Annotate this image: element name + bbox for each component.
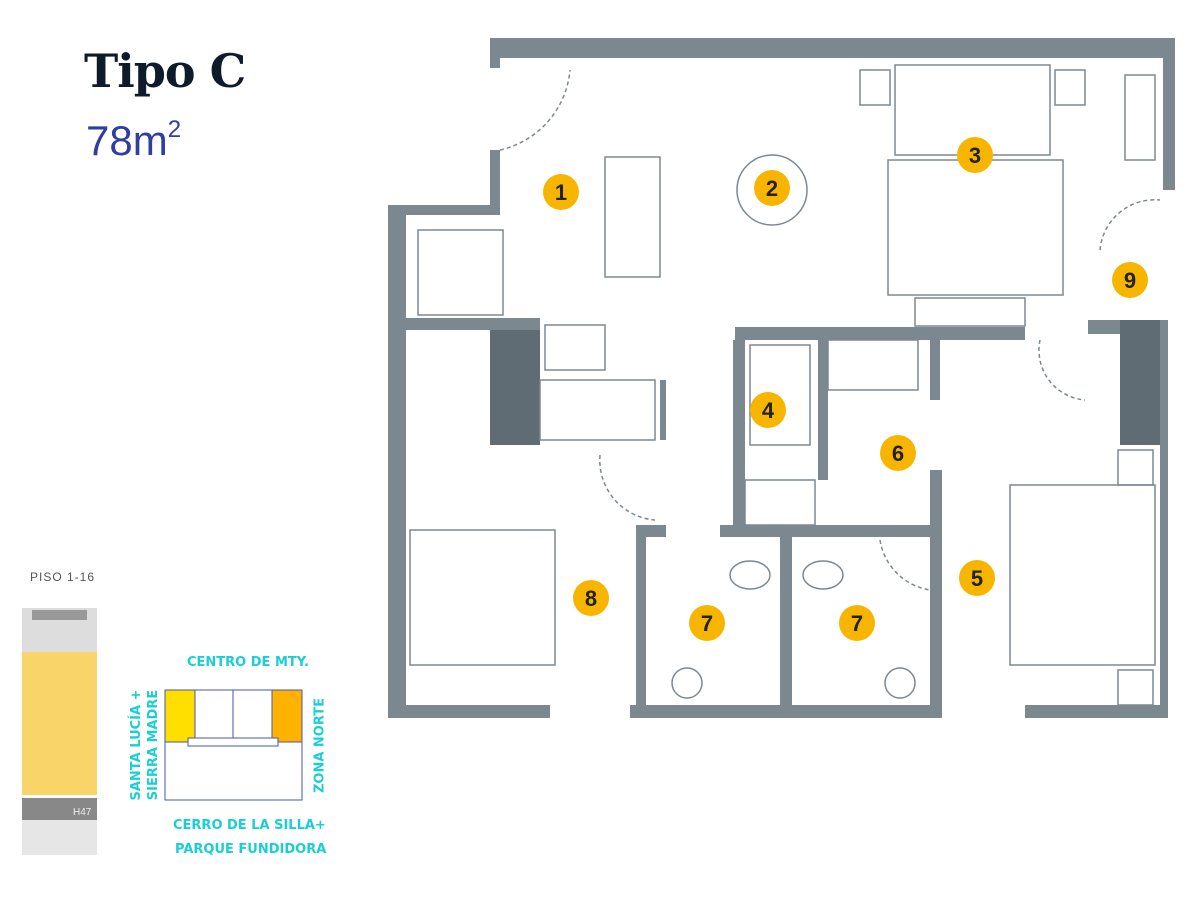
furniture — [409, 64, 1161, 706]
orientation-diagram — [164, 689, 303, 801]
room-marker-9: 9 — [1112, 262, 1148, 298]
room-marker-5: 5 — [959, 560, 995, 596]
orientation-left-line2: SIERRA MADRE — [146, 689, 161, 801]
tower-label: H47 — [73, 807, 92, 818]
orientation-left: SANTA LUCÍA +SIERRA MADRE — [128, 675, 162, 815]
room-marker-8: 8 — [573, 580, 609, 616]
svg-text:4: 4 — [762, 398, 775, 423]
svg-text:3: 3 — [969, 143, 981, 168]
svg-text:2: 2 — [766, 176, 778, 201]
orientation-bottom-line1: CERRO DE LA SILLA+ — [173, 818, 326, 833]
walls — [388, 38, 1175, 718]
room-marker-2: 2 — [754, 170, 790, 206]
svg-text:5: 5 — [971, 566, 983, 591]
orientation-top: CENTRO DE MTY. — [187, 655, 309, 670]
svg-text:7: 7 — [851, 611, 863, 636]
svg-text:6: 6 — [892, 441, 904, 466]
building-thumbnail: H47 — [22, 608, 97, 855]
area-unit: 2 — [167, 116, 182, 143]
room-marker-6: 6 — [880, 435, 916, 471]
svg-text:7: 7 — [701, 611, 713, 636]
unit-type-title: Tipo C — [84, 44, 246, 98]
floors-label: PISO 1-16 — [30, 570, 96, 584]
room-marker-3: 3 — [957, 137, 993, 173]
svg-text:8: 8 — [585, 586, 597, 611]
room-marker-7b: 7 — [839, 605, 875, 641]
orientation-bottom-line2: PARQUE FUNDIDORA — [175, 842, 327, 857]
room-markers: 1 2 3 4 5 6 7 7 8 9 — [543, 137, 1148, 641]
room-marker-4: 4 — [750, 392, 786, 428]
area-value: 78m — [86, 117, 168, 164]
svg-text:1: 1 — [555, 180, 567, 205]
unit-area: 78m2 — [86, 116, 181, 165]
room-marker-7a: 7 — [689, 605, 725, 641]
orientation-right: ZONA NORTE — [312, 697, 328, 794]
svg-text:9: 9 — [1124, 268, 1136, 293]
room-marker-1: 1 — [543, 174, 579, 210]
orientation-left-line1: SANTA LUCÍA + — [129, 689, 144, 801]
